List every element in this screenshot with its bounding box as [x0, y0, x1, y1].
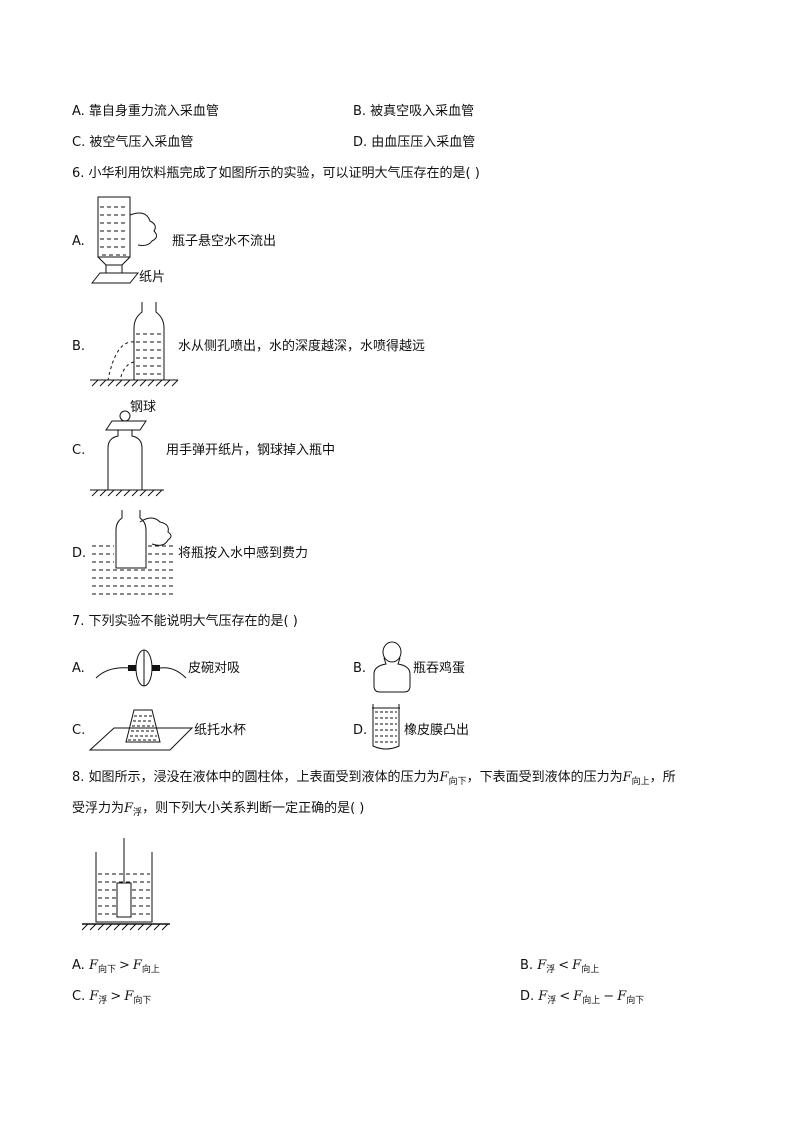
- q7-option-a-caption: 皮碗对吸: [188, 661, 241, 676]
- q8-stem-line2: 受浮力为F浮，则下列大小关系判断一定正确的是( ): [72, 801, 365, 818]
- q7-figure-a: [95, 649, 187, 687]
- q7-figure-c: [88, 709, 194, 751]
- q5-option-c: C. 被空气压入采血管: [72, 135, 194, 150]
- q6-figure-b: [90, 302, 179, 387]
- q6-option-c-ball-label: 钢球: [130, 400, 157, 415]
- q8-stem-line1-b: ，下表面受到液体的压力为: [466, 770, 623, 785]
- q6-option-b-caption: 水从侧孔喷出，水的深度越深，水喷得越远: [178, 339, 426, 354]
- q6-option-a-paper-label: 纸片: [139, 270, 166, 285]
- q6-figure-a: [90, 196, 158, 284]
- q6-option-d-letter: D.: [72, 546, 87, 561]
- q7-figure-b: [373, 641, 411, 693]
- q7-option-b-caption: 瓶吞鸡蛋: [413, 661, 466, 676]
- q7-option-c-caption: 纸托水杯: [194, 723, 247, 738]
- q6-option-a-letter: A.: [72, 234, 85, 249]
- q5-option-d: D. 由血压压入采血管: [353, 135, 476, 150]
- q8-option-d: D. F浮<F向上−F向下: [520, 989, 645, 1006]
- q7-option-d-letter: D.: [353, 723, 368, 738]
- q6-option-c-caption: 用手弹开纸片，钢球掉入瓶中: [166, 443, 336, 458]
- q6-figure-d: [92, 510, 174, 595]
- q6-figure-c: [90, 410, 164, 497]
- q8-stem-line2-a: 受浮力为: [72, 801, 125, 816]
- q8-stem-line2-b: ，则下列大小关系判断一定正确的是( ): [142, 801, 365, 816]
- q8-stem-line1-c: ，所: [649, 770, 676, 785]
- q7-option-c-letter: C.: [72, 723, 86, 738]
- q8-option-b: B. F浮<F向上: [520, 958, 600, 975]
- q7-option-a-letter: A.: [72, 661, 85, 676]
- q6-stem: 6. 小华利用饮料瓶完成了如图所示的实验，可以证明大气压存在的是( ): [72, 166, 480, 181]
- q6-option-a-caption: 瓶子悬空水不流出: [172, 234, 277, 249]
- q8-figure: [81, 838, 170, 931]
- q5-option-b: B. 被真空吸入采血管: [353, 104, 475, 119]
- q7-figure-d: [372, 704, 400, 750]
- q7-stem: 7. 下列实验不能说明大气压存在的是( ): [72, 614, 298, 629]
- q8-stem-line1-a: 8. 如图所示，浸没在液体中的圆柱体，上表面受到液体的压力为: [72, 770, 440, 785]
- q7-option-d-caption: 橡皮膜凸出: [404, 723, 470, 738]
- q8-stem-line1: 8. 如图所示，浸没在液体中的圆柱体，上表面受到液体的压力为F向下，下表面受到液…: [72, 770, 676, 787]
- q8-option-a: A. F向下>F向上: [72, 958, 160, 975]
- q6-option-d-caption: 将瓶按入水中感到费力: [178, 546, 309, 561]
- q8-option-c: C. F浮>F向下: [72, 989, 152, 1006]
- q7-option-b-letter: B.: [353, 661, 367, 676]
- q6-option-b-letter: B.: [72, 339, 86, 354]
- q5-option-a: A. 靠自身重力流入采血管: [72, 104, 219, 119]
- q6-option-c-letter: C.: [72, 443, 86, 458]
